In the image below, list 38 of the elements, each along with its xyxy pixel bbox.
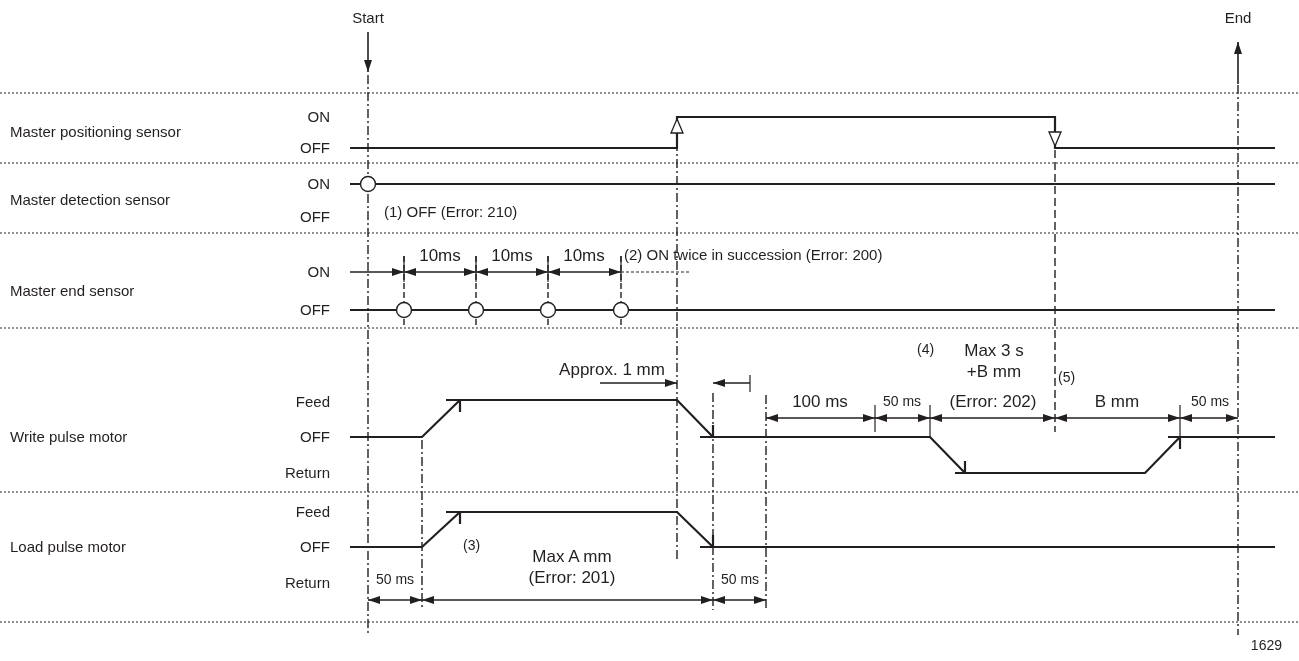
state-label: Feed bbox=[295, 392, 330, 412]
state-label: OFF bbox=[300, 207, 330, 227]
timing-note: (2) ON twice in succession (Error: 200) bbox=[624, 245, 883, 265]
signal-name: Write pulse motor bbox=[10, 427, 128, 447]
dimension-label: B mm bbox=[1094, 391, 1140, 413]
state-label: OFF bbox=[300, 138, 330, 158]
dimension-label: 100 ms bbox=[792, 391, 848, 413]
note-number: (3) bbox=[463, 537, 481, 555]
state-label: OFF bbox=[300, 300, 330, 320]
signal-name: Master end sensor bbox=[10, 281, 135, 301]
dimension-label: 50 ms bbox=[882, 393, 922, 411]
signal-name: Master positioning sensor bbox=[10, 122, 181, 142]
state-label: ON bbox=[307, 262, 330, 282]
state-label: Return bbox=[284, 463, 330, 483]
dimension-label: 50 ms bbox=[375, 571, 415, 589]
dimension-label: 10ms bbox=[419, 245, 461, 267]
state-label: Return bbox=[284, 573, 330, 593]
dimension-label: (Error: 202) bbox=[949, 391, 1037, 413]
note-number: (5) bbox=[1058, 369, 1076, 387]
note-number: (4) bbox=[917, 341, 935, 359]
timing-note: (1) OFF (Error: 210) bbox=[384, 202, 518, 222]
timing-note: Max 3 s +B mm bbox=[963, 339, 1025, 383]
dimension-label: 10ms bbox=[491, 245, 533, 267]
state-label: OFF bbox=[300, 537, 330, 557]
state-label: ON bbox=[307, 174, 330, 194]
signal-name: Master detection sensor bbox=[10, 190, 171, 210]
dimension-label: Approx. 1 mm bbox=[559, 359, 665, 381]
end-label: End bbox=[1224, 8, 1252, 28]
dimension-label: 50 ms bbox=[1190, 393, 1230, 411]
signal-name: Load pulse motor bbox=[10, 537, 126, 557]
state-label: ON bbox=[307, 107, 330, 127]
dimension-label: Max A mm (Error: 201) bbox=[527, 545, 617, 589]
figure-number: 1629 bbox=[1250, 637, 1282, 655]
dimension-label: 50 ms bbox=[720, 571, 760, 589]
start-label: Start bbox=[352, 8, 384, 28]
state-label: OFF bbox=[300, 427, 330, 447]
dimension-label: 10ms bbox=[563, 245, 605, 267]
state-label: Feed bbox=[295, 502, 330, 522]
